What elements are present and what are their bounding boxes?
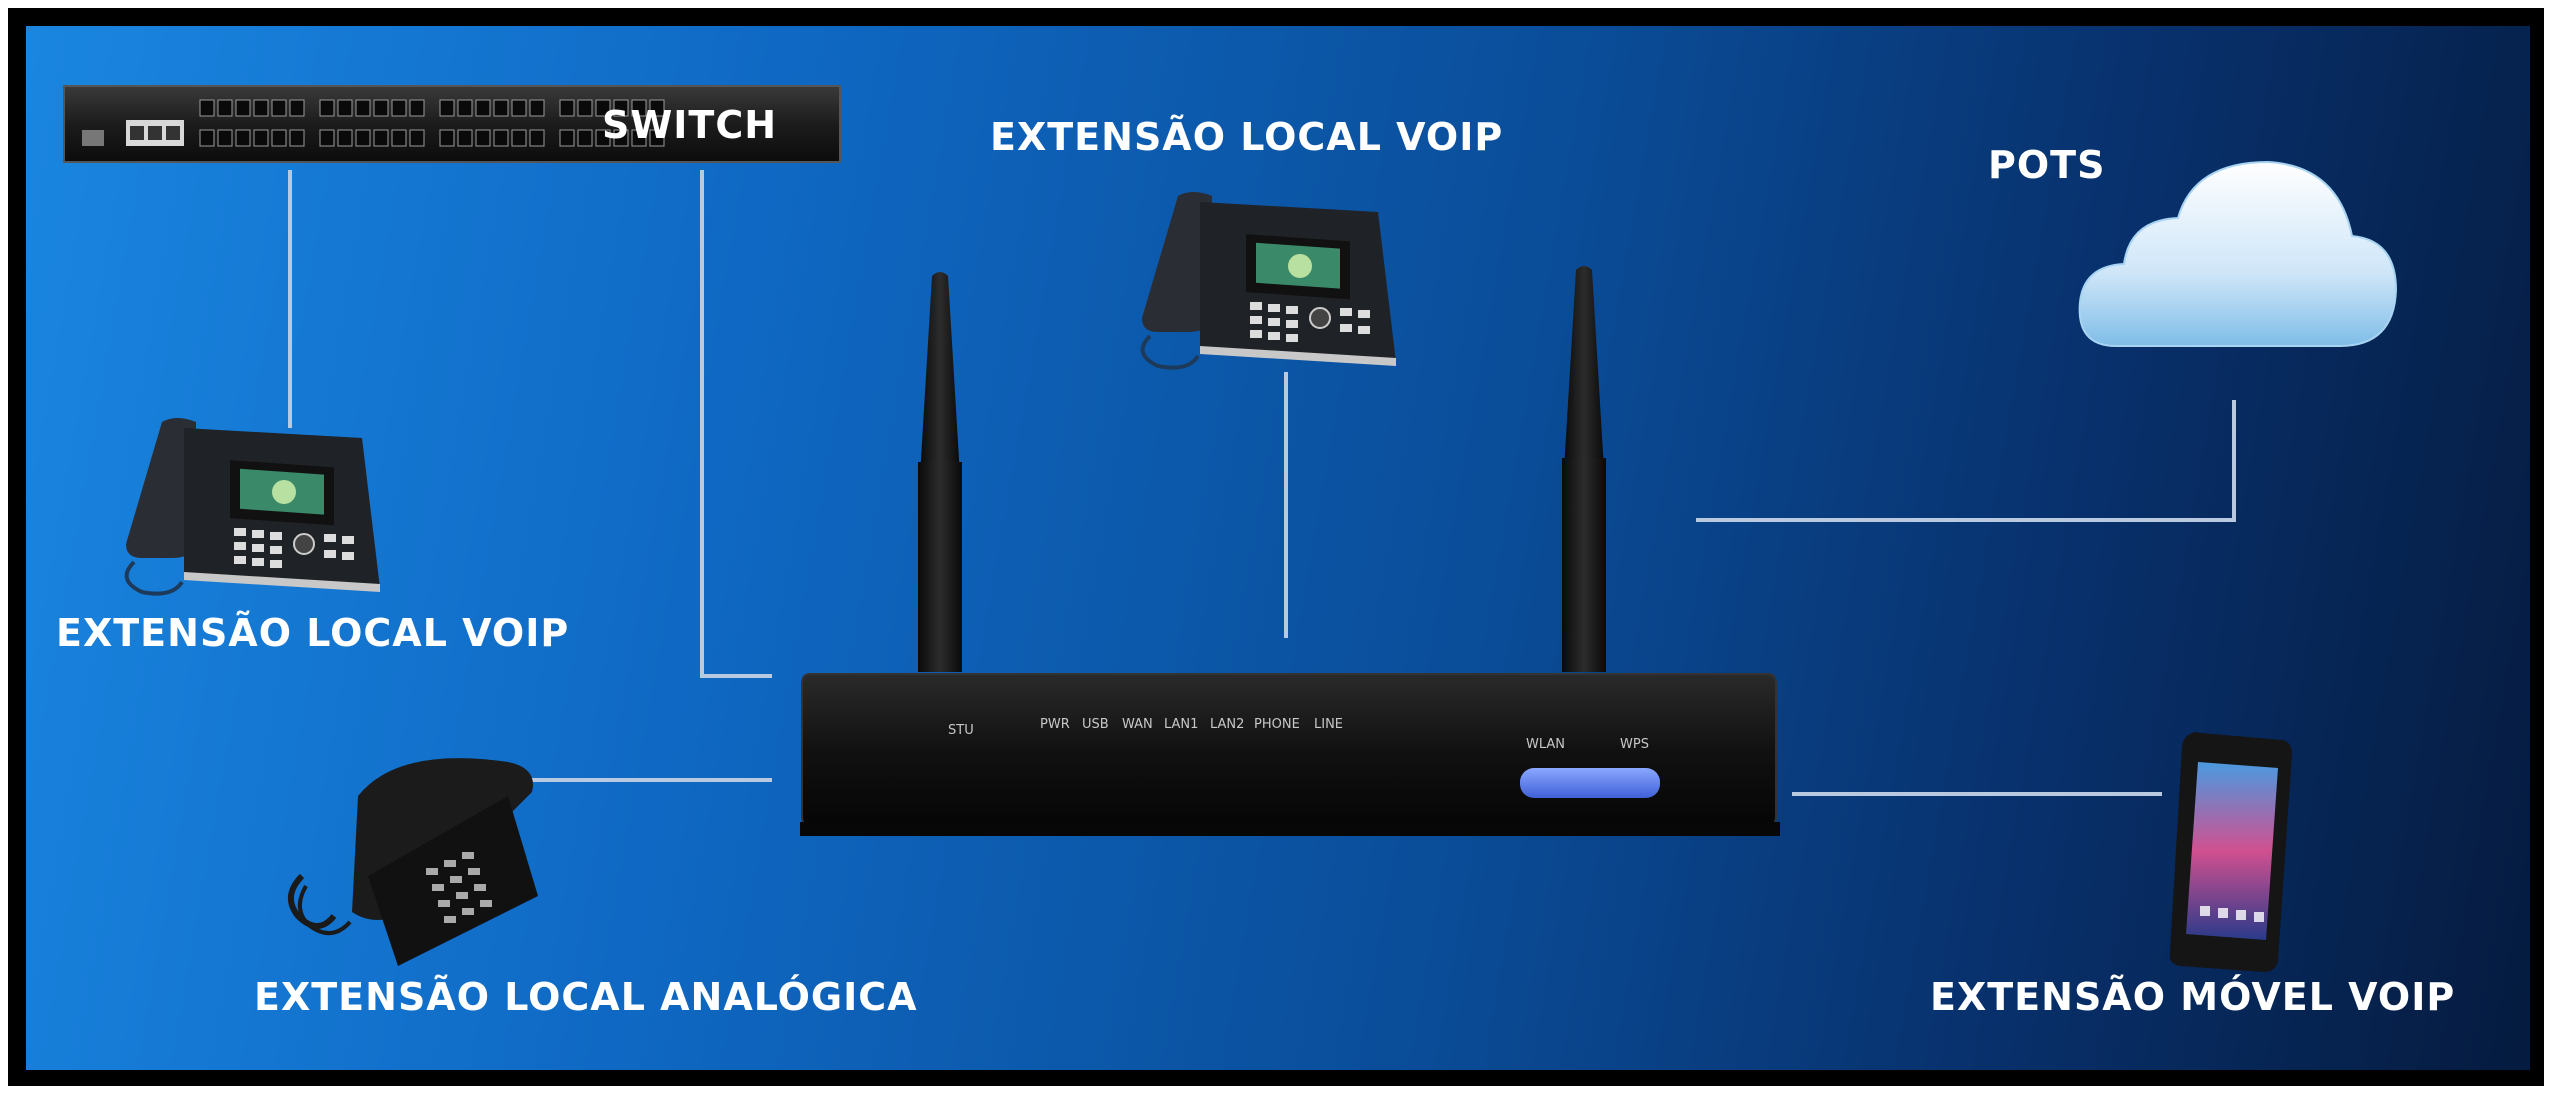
voip-phone-icon [1140, 192, 1396, 370]
router-port-lan1: LAN1 [1164, 717, 1198, 732]
connector-switch-down [700, 170, 704, 678]
switch-port [631, 99, 647, 117]
switch-port [253, 99, 269, 117]
switch-port [319, 99, 335, 117]
switch-port [439, 99, 455, 117]
switch-port [649, 99, 665, 117]
router-port-phone: PHONE [1254, 717, 1300, 732]
switch-port [373, 99, 389, 117]
connector-analog-to-router [514, 778, 772, 782]
connector-router-to-pots-vertical [2232, 400, 2236, 522]
switch-port [577, 129, 593, 147]
analog-phone-icon [288, 758, 538, 966]
switch-port [595, 99, 611, 117]
switch-port [493, 99, 509, 117]
switch-port [373, 129, 389, 147]
switch-port [613, 99, 629, 117]
switch-port [493, 129, 509, 147]
switch-port [355, 129, 371, 147]
switch-port [391, 99, 407, 117]
switch-port [199, 99, 215, 117]
connector-switch-to-left-phone [288, 170, 292, 428]
switch-label: SWITCH [602, 103, 778, 147]
switch-port [355, 99, 371, 117]
router-port-pwr: PWR [1040, 717, 1070, 732]
switch-port [271, 99, 287, 117]
switch-port [289, 99, 305, 117]
switch-port [511, 99, 527, 117]
router-port-wan: WAN [1122, 717, 1153, 732]
diagram-panel: SWITCH EXTENSÃO LOCAL VOIP [26, 26, 2530, 1070]
switch-port [475, 99, 491, 117]
router-port-stu: STU [948, 723, 974, 738]
voip-top-label: EXTENSÃO LOCAL VOIP [990, 115, 1504, 159]
analog-label: EXTENSÃO LOCAL ANALÓGICA [254, 975, 918, 1019]
router-port-wps: WPS [1620, 737, 1649, 752]
switch-port [439, 129, 455, 147]
connector-router-to-pots-horizontal [1696, 518, 2234, 522]
switch-port [319, 129, 335, 147]
switch-port [217, 129, 233, 147]
switch-port [235, 129, 251, 147]
switch-port [289, 129, 305, 147]
switch-port [649, 129, 665, 147]
switch-port [391, 129, 407, 147]
voip-left-label: EXTENSÃO LOCAL VOIP [56, 611, 570, 655]
router-port-wlan: WLAN [1526, 737, 1565, 752]
switch-port [457, 99, 473, 117]
switch-port [475, 129, 491, 147]
cloud-icon [2078, 160, 2398, 347]
switch-port [337, 99, 353, 117]
switch-port [529, 99, 545, 117]
switch-port [199, 129, 215, 147]
switch-port [235, 99, 251, 117]
router-port-lan2: LAN2 [1210, 717, 1244, 732]
switch-port [559, 129, 575, 147]
switch-port [577, 99, 593, 117]
pots-label: POTS [1988, 143, 2106, 187]
smartphone-icon [2169, 732, 2292, 972]
voip-phone-icon [124, 418, 380, 596]
switch-port [217, 99, 233, 117]
switch-port [409, 129, 425, 147]
mobile-label: EXTENSÃO MÓVEL VOIP [1930, 975, 2456, 1019]
switch-port [253, 129, 269, 147]
switch-port [613, 129, 629, 147]
switch-port [595, 129, 611, 147]
switch-port [511, 129, 527, 147]
switch-icon [63, 85, 841, 163]
switch-port [631, 129, 647, 147]
connector-switch-to-router [700, 674, 772, 678]
router-port-usb: USB [1082, 717, 1109, 732]
router-icon: STU PWR USB WAN LAN1 LAN2 PHONE LINE WLA… [800, 266, 1780, 836]
switch-port [559, 99, 575, 117]
switch-port [271, 129, 287, 147]
connector-router-to-mobile [1792, 792, 2162, 796]
connector-top-phone-to-router [1284, 372, 1288, 638]
router-port-line: LINE [1314, 717, 1343, 732]
switch-port [529, 129, 545, 147]
switch-port [409, 99, 425, 117]
switch-port [337, 129, 353, 147]
switch-port [457, 129, 473, 147]
